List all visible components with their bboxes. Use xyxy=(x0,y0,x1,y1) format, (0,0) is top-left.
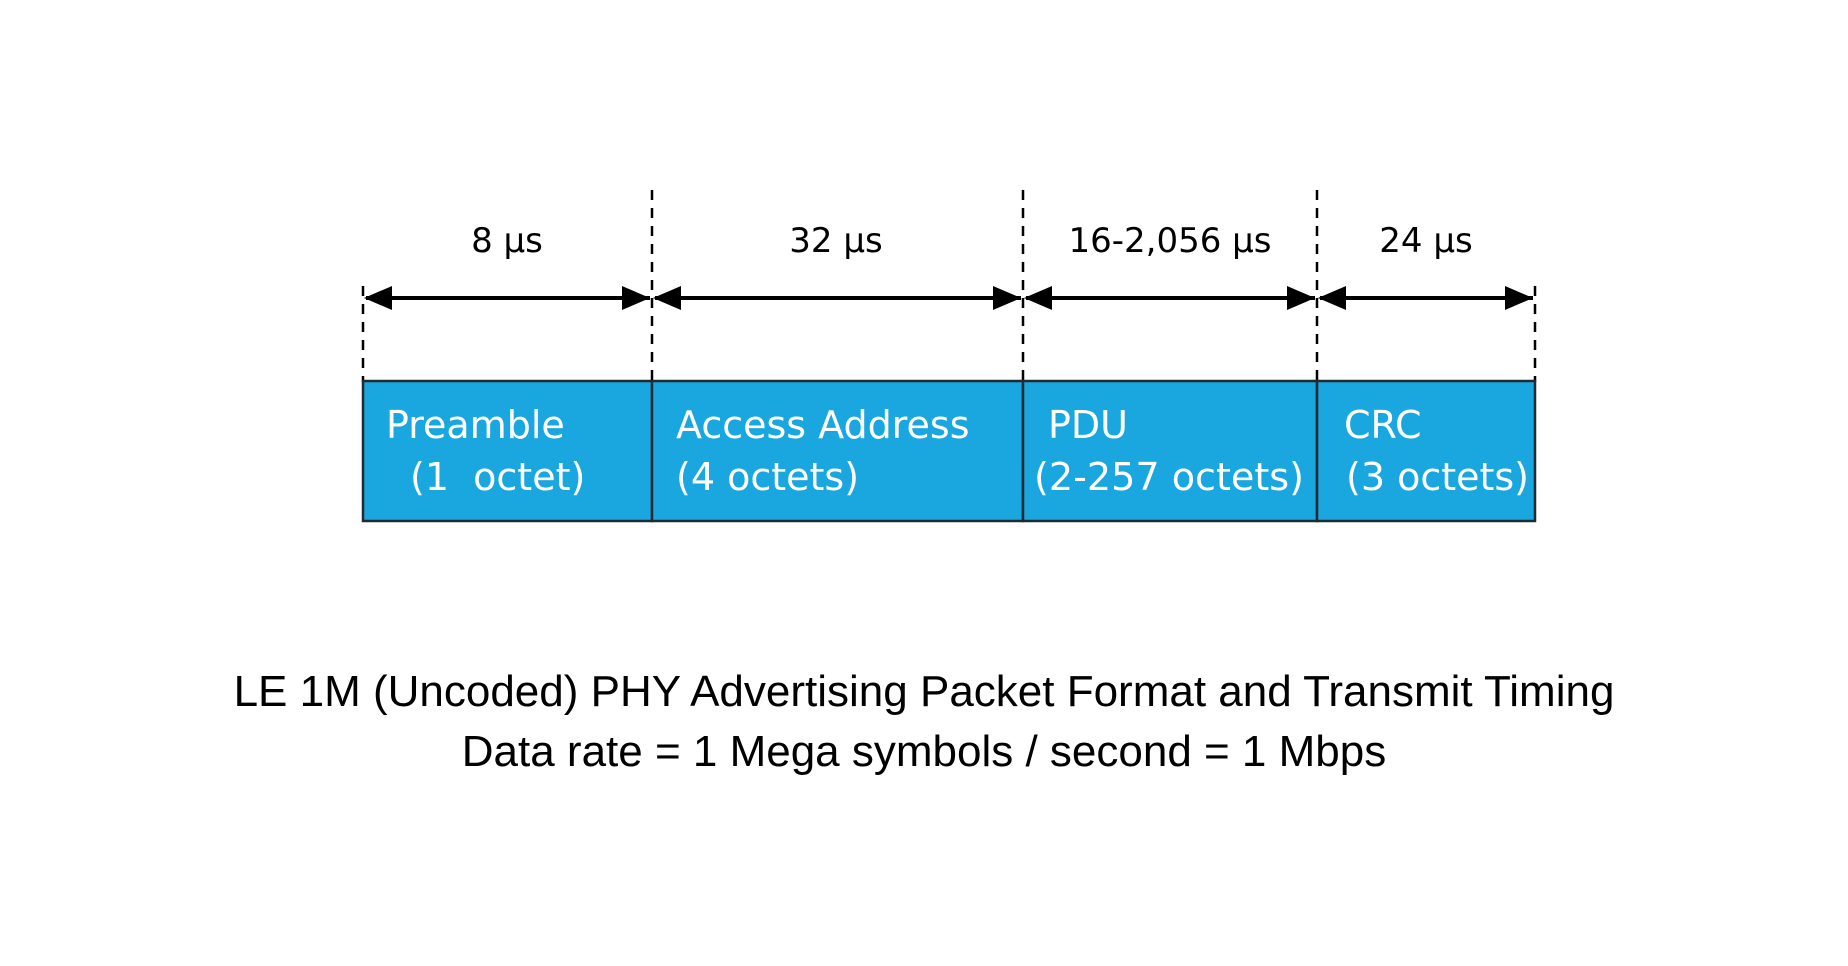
duration-labels: 8 µs 32 µs 16-2,056 µs 24 µs xyxy=(471,221,1473,261)
segment-pdu-name: PDU xyxy=(1048,403,1128,447)
duration-label-preamble: 8 µs xyxy=(471,221,543,261)
segment-preamble-size: (1 octet) xyxy=(410,455,585,499)
segment-preamble: Preamble (1 octet) xyxy=(361,379,654,523)
segment-pdu-size: (2-257 octets) xyxy=(1034,455,1304,499)
arrowhead-right xyxy=(1287,286,1315,310)
caption-subtitle: Data rate = 1 Mega symbols / second = 1 … xyxy=(462,727,1386,776)
caption: LE 1M (Uncoded) PHY Advertising Packet F… xyxy=(234,667,1615,776)
duration-arrow-crc xyxy=(1318,286,1533,310)
arrowhead-left xyxy=(364,286,392,310)
segment-pdu-box xyxy=(1021,379,1319,523)
boundary-lines xyxy=(361,190,1537,382)
duration-label-access-address: 32 µs xyxy=(789,221,882,261)
duration-label-pdu: 16-2,056 µs xyxy=(1068,221,1271,261)
duration-arrow-preamble xyxy=(364,286,650,310)
arrowhead-right xyxy=(1505,286,1533,310)
segment-access-address-size: (4 octets) xyxy=(676,455,859,499)
segment-preamble-name: Preamble xyxy=(386,403,565,447)
segment-preamble-box xyxy=(361,379,654,523)
segment-access-address-name: Access Address xyxy=(676,403,970,447)
arrowhead-left xyxy=(1318,286,1346,310)
packet-segments: Preamble (1 octet) Access Address (4 oct… xyxy=(361,379,1537,523)
segment-pdu: PDU (2-257 octets) xyxy=(1021,379,1319,523)
arrowhead-left xyxy=(1024,286,1052,310)
segment-crc-name: CRC xyxy=(1344,403,1422,447)
arrowhead-left xyxy=(653,286,681,310)
segment-access-address-box xyxy=(650,379,1025,523)
arrowhead-right xyxy=(622,286,650,310)
arrowhead-right xyxy=(993,286,1021,310)
duration-arrows xyxy=(364,286,1533,310)
duration-arrow-pdu xyxy=(1024,286,1315,310)
duration-arrow-access-address xyxy=(653,286,1021,310)
duration-label-crc: 24 µs xyxy=(1379,221,1472,261)
segment-crc-size: (3 octets) xyxy=(1346,455,1529,499)
caption-title: LE 1M (Uncoded) PHY Advertising Packet F… xyxy=(234,667,1615,716)
segment-crc: CRC (3 octets) xyxy=(1315,379,1537,523)
segment-crc-box xyxy=(1315,379,1537,523)
segment-access-address: Access Address (4 octets) xyxy=(650,379,1025,523)
